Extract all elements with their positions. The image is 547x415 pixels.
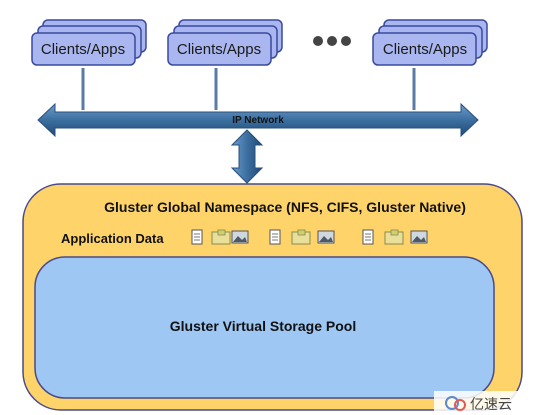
document-icon <box>269 229 281 245</box>
folder-icon <box>211 229 231 245</box>
ip-network-arrow <box>37 102 479 138</box>
watermark: 亿速云 <box>434 391 547 415</box>
watermark-text: 亿速云 <box>470 396 512 412</box>
folder-icon <box>384 229 404 245</box>
document-icon <box>362 229 374 245</box>
client-label-3: Clients/Apps <box>383 41 467 58</box>
app-data-icons-3 <box>362 229 428 245</box>
ellipsis-dots <box>313 36 351 46</box>
watermark-logo-icon <box>445 396 466 411</box>
application-data-label: Application Data <box>61 231 164 246</box>
client-label-2: Clients/Apps <box>177 41 261 58</box>
client-stack-3: Clients/Apps <box>372 19 488 66</box>
image-icon <box>410 230 428 244</box>
ip-network-label: IP Network <box>232 115 284 126</box>
client-label-1: Clients/Apps <box>41 41 125 58</box>
storage-pool-box <box>34 256 495 399</box>
image-icon <box>231 230 249 244</box>
folder-icon <box>291 229 311 245</box>
client-connectors <box>81 68 416 110</box>
document-icon <box>191 229 203 245</box>
client-stack-1: Clients/Apps <box>31 19 147 66</box>
image-icon <box>317 230 335 244</box>
app-data-icons-2 <box>269 229 335 245</box>
namespace-label: Gluster Global Namespace (NFS, CIFS, Glu… <box>104 199 466 215</box>
app-data-icons-1 <box>191 229 249 245</box>
network-to-namespace-arrow <box>230 129 264 184</box>
client-stack-2: Clients/Apps <box>167 19 283 66</box>
storage-pool-label: Gluster Virtual Storage Pool <box>170 318 356 334</box>
